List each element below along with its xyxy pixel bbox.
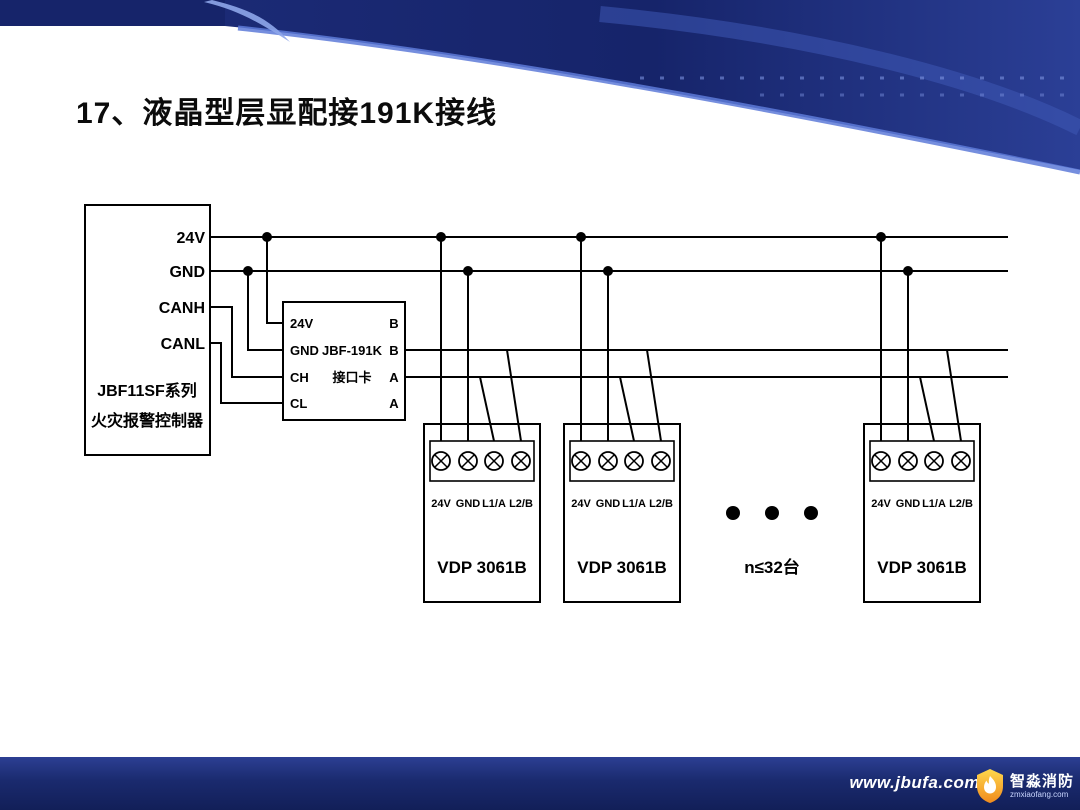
shield-flame-icon: [976, 769, 1003, 803]
display-box-1: 24V GND L1/A L2/B VDP 3061B: [429, 440, 535, 577]
ellipsis-dot-1: [726, 506, 740, 520]
controller-name-line1: JBF11SF系列: [97, 381, 197, 400]
controller-name-line2: 火灾报警控制器: [91, 411, 204, 430]
wire-card-24v: [266, 237, 283, 324]
display-box-3: 24V GND L1/A L2/B VDP 3061B: [869, 440, 975, 577]
logo-name: 智淼消防: [1009, 772, 1074, 790]
header-banner: [0, 0, 1080, 175]
card-terminal-gnd: GND: [290, 343, 319, 358]
terminal-screw-l1a: [484, 451, 504, 471]
terminal-label-l1a: L1/A: [922, 498, 946, 510]
wire-canl-cl: [210, 342, 283, 404]
controller-terminal-gnd: GND: [169, 264, 205, 281]
terminal-label-l2b: L2/B: [649, 498, 673, 510]
controller-box-outline: [84, 204, 211, 456]
wire-box1-l2b: [506, 349, 522, 442]
card-terminal-cl: CL: [290, 396, 307, 411]
display-model: VDP 3061B: [437, 558, 526, 577]
terminal-label-l1a: L1/A: [622, 498, 646, 510]
controller-terminal-canh: CANH: [159, 300, 205, 317]
terminal-label-l2b: L2/B: [949, 498, 973, 510]
header-swoosh-highlight: [237, 25, 1080, 175]
interface-card: 24V GND CH CL B B A A JBF-191K 接口卡: [290, 316, 399, 411]
company-logo: 智淼消防 zmxiaofang.com: [975, 767, 1074, 805]
terminal-label-24v: 24V: [571, 498, 591, 510]
card-terminal-a2: A: [389, 396, 399, 411]
logo-domain: zmxiaofang.com: [1009, 790, 1069, 800]
count-note: n≤32台: [744, 557, 800, 577]
display-box-2: 24V GND L1/A L2/B VDP 3061B: [569, 440, 675, 577]
terminal-screw-gnd: [898, 451, 918, 471]
terminal-screw-l1a: [624, 451, 644, 471]
controller-terminal-24v: 24V: [177, 230, 206, 247]
terminal-strip: [429, 440, 535, 482]
terminal-screw-24v: [431, 451, 451, 471]
display-model: VDP 3061B: [877, 558, 966, 577]
terminal-screw-l1a: [924, 451, 944, 471]
card-name: 接口卡: [332, 370, 371, 385]
wire-box2-l1a: [619, 376, 635, 442]
card-terminal-b2: B: [389, 343, 398, 358]
card-terminal-b1: B: [389, 316, 398, 331]
card-model: JBF-191K: [322, 343, 383, 358]
wire-box3-l1a: [919, 376, 935, 442]
ellipsis-dots: [726, 506, 818, 520]
terminal-label-l2b: L2/B: [509, 498, 533, 510]
terminal-screw-l2b: [511, 451, 531, 471]
wire-box3-l2b: [946, 349, 962, 442]
ellipsis-dot-3: [804, 506, 818, 520]
page-title: 17、液晶型层显配接191K接线: [76, 97, 498, 130]
terminal-label-24v: 24V: [431, 498, 451, 510]
wire-canh-ch: [210, 306, 283, 378]
terminal-screw-24v: [871, 451, 891, 471]
wires: [210, 232, 1008, 442]
terminal-strip: [869, 440, 975, 482]
terminal-screw-l2b: [651, 451, 671, 471]
logo-texts: 智淼消防 zmxiaofang.com: [1010, 773, 1074, 799]
card-terminal-24v: 24V: [290, 316, 313, 331]
card-terminal-a1: A: [389, 370, 399, 385]
interface-card-outline: [282, 301, 406, 421]
terminal-screw-gnd: [458, 451, 478, 471]
ellipsis-dot-2: [765, 506, 779, 520]
header-swoosh-band: [599, 6, 1080, 136]
terminal-screw-gnd: [598, 451, 618, 471]
controller-box: 24V GND CANH CANL JBF11SF系列 火灾报警控制器: [91, 230, 205, 430]
terminal-label-gnd: GND: [596, 498, 621, 510]
controller-terminal-canl: CANL: [161, 336, 206, 353]
terminal-label-gnd: GND: [896, 498, 921, 510]
terminal-screw-24v: [571, 451, 591, 471]
wire-card-gnd: [247, 271, 283, 351]
card-terminal-ch: CH: [290, 370, 309, 385]
terminal-label-gnd: GND: [456, 498, 481, 510]
terminal-strip: [569, 440, 675, 482]
terminal-label-l1a: L1/A: [482, 498, 506, 510]
terminal-label-24v: 24V: [871, 498, 891, 510]
terminal-screw-l2b: [951, 451, 971, 471]
wire-box1-l1a: [479, 376, 495, 442]
wire-box2-l2b: [646, 349, 662, 442]
footer-bar: www.jbufa.com 智淼消防 zmxiaofang.com: [0, 757, 1080, 810]
display-model: VDP 3061B: [577, 558, 666, 577]
footer-url: www.jbufa.com: [849, 773, 980, 792]
